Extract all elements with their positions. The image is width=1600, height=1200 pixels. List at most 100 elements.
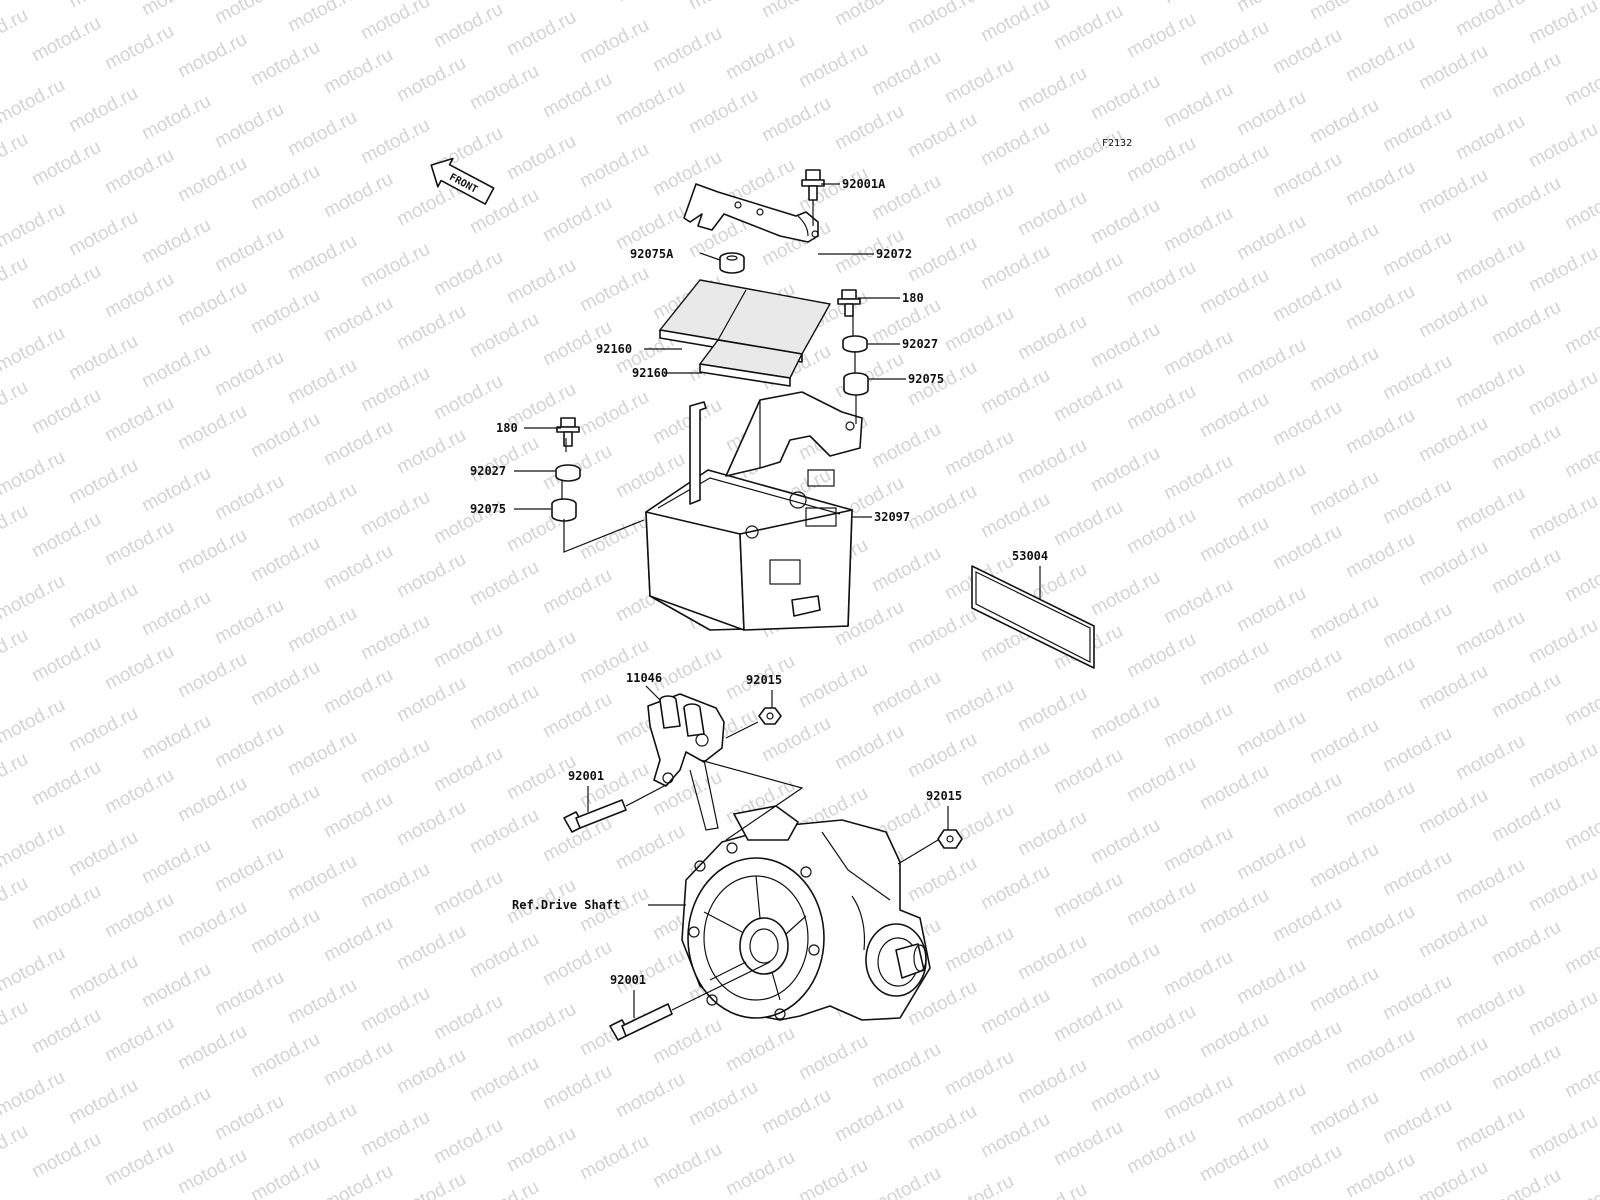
watermark-text: motod.ru	[0, 1067, 69, 1121]
watermark-text: motod.ru	[1014, 1179, 1090, 1200]
label-92001-lower: 92001	[610, 973, 646, 987]
label-92027-left: 92027	[470, 464, 506, 478]
watermark-text: motod.ru	[65, 579, 141, 633]
watermark-text: motod.ru	[284, 975, 360, 1029]
watermark-text: motod.ru	[174, 1145, 250, 1199]
watermark-text: motod.ru	[1196, 1133, 1272, 1187]
watermark-text: motod.ru	[357, 859, 433, 913]
watermark-text: motod.ru	[466, 309, 542, 363]
watermark-text: motod.ru	[649, 395, 725, 449]
bolt-180-right	[837, 289, 861, 317]
watermark-text: motod.ru	[284, 231, 360, 285]
watermark-text: motod.ru	[1306, 0, 1382, 24]
watermark-text: motod.ru	[649, 643, 725, 697]
watermark-text: motod.ru	[1561, 429, 1600, 483]
label-92027-right: 92027	[902, 337, 938, 351]
label-92075-right: 92075	[908, 372, 944, 386]
watermark-text: motod.ru	[211, 595, 287, 649]
watermark-text: motod.ru	[1452, 483, 1528, 537]
watermark-text: motod.ru	[357, 1107, 433, 1161]
watermark-text: motod.ru	[685, 1077, 761, 1131]
watermark-text: motod.ru	[539, 937, 615, 991]
watermark-text: motod.ru	[1196, 141, 1272, 195]
watermark-text: motod.ru	[466, 1053, 542, 1107]
watermark-text: motod.ru	[284, 0, 360, 36]
watermark-text: motod.ru	[1269, 893, 1345, 947]
figure-code: F2132	[1102, 138, 1132, 149]
watermark-text: motod.ru	[174, 525, 250, 579]
watermark-text: motod.ru	[284, 107, 360, 161]
watermark-text: motod.ru	[977, 737, 1053, 791]
watermark-text: motod.ru	[430, 0, 506, 52]
watermark-text: motod.ru	[28, 385, 104, 439]
watermark-text: motod.ru	[1342, 33, 1418, 87]
watermark-text: motod.ru	[1488, 669, 1564, 723]
watermark-text: motod.ru	[1379, 103, 1455, 157]
watermark-text: motod.ru	[101, 1137, 177, 1191]
watermark-text: motod.ru	[174, 649, 250, 703]
watermark-text: motod.ru	[1160, 79, 1236, 133]
watermark-text: motod.ru	[1488, 1041, 1564, 1095]
watermark-text: motod.ru	[831, 1093, 907, 1147]
watermark-text: motod.ru	[1123, 629, 1199, 683]
watermark-text: motod.ru	[247, 161, 323, 215]
watermark-text: motod.ru	[0, 0, 69, 4]
watermark-text: motod.ru	[1050, 1117, 1126, 1171]
watermark-text: motod.ru	[1525, 987, 1600, 1041]
watermark-text: motod.ru	[503, 255, 579, 309]
watermark-text: motod.ru	[1087, 1063, 1163, 1117]
leader-lines	[514, 183, 1041, 1018]
watermark-text: motod.ru	[28, 261, 104, 315]
watermark-text: motod.ru	[174, 153, 250, 207]
watermark-text: motod.ru	[138, 587, 214, 641]
watermark-text: motod.ru	[904, 481, 980, 535]
watermark-text: motod.ru	[1306, 95, 1382, 149]
watermark-text: motod.ru	[1269, 1017, 1345, 1071]
watermark-text: motod.ru	[247, 781, 323, 835]
watermark-text: motod.ru	[1050, 373, 1126, 427]
watermark-text: motod.ru	[174, 773, 250, 827]
watermark-text: motod.ru	[722, 1023, 798, 1077]
watermark-text: motod.ru	[320, 45, 396, 99]
watermark-text: motod.ru	[539, 1061, 615, 1115]
watermark-text: motod.ru	[1415, 909, 1491, 963]
watermark-text: motod.ru	[576, 511, 652, 565]
watermark-text: motod.ru	[539, 193, 615, 247]
watermark-text: motod.ru	[1123, 753, 1199, 807]
watermark-text: motod.ru	[1160, 0, 1236, 8]
watermark-text: motod.ru	[649, 1139, 725, 1193]
watermark-text: motod.ru	[503, 999, 579, 1053]
watermark-text: motod.ru	[65, 83, 141, 137]
watermark-text: motod.ru	[466, 557, 542, 611]
label-92001A: 92001A	[842, 177, 886, 191]
watermark-text: motod.ru	[466, 681, 542, 735]
watermark-text: motod.ru	[101, 269, 177, 323]
watermark-text: motod.ru	[1160, 451, 1236, 505]
watermark-text: motod.ru	[1342, 653, 1418, 707]
watermark-text: motod.ru	[357, 363, 433, 417]
watermark-text: motod.ru	[1561, 57, 1600, 111]
watermark-text: motod.ru	[576, 15, 652, 69]
watermark-text: motod.ru	[320, 913, 396, 967]
watermark-text: motod.ru	[320, 789, 396, 843]
watermark-text: motod.ru	[941, 923, 1017, 977]
watermark-text: motod.ru	[1306, 591, 1382, 645]
watermark-text: motod.ru	[1123, 9, 1199, 63]
watermark-text: motod.ru	[1415, 1157, 1491, 1200]
watermark-text: motod.ru	[393, 921, 469, 975]
watermark-text: motod.ru	[1415, 785, 1491, 839]
watermark-text: motod.ru	[1415, 165, 1491, 219]
watermark-text: motod.ru	[1196, 17, 1272, 71]
watermark-text: motod.ru	[1269, 645, 1345, 699]
watermark-text: motod.ru	[174, 277, 250, 331]
watermark-text: motod.ru	[1014, 63, 1090, 117]
watermark-text: motod.ru	[1525, 119, 1600, 173]
watermark-text: motod.ru	[941, 179, 1017, 233]
watermark-text: motod.ru	[174, 29, 250, 83]
watermark-text: motod.ru	[1014, 807, 1090, 861]
watermark-text: motod.ru	[1233, 955, 1309, 1009]
watermark-text: motod.ru	[576, 387, 652, 441]
watermark-text: motod.ru	[357, 983, 433, 1037]
watermark-text: motod.ru	[1123, 257, 1199, 311]
